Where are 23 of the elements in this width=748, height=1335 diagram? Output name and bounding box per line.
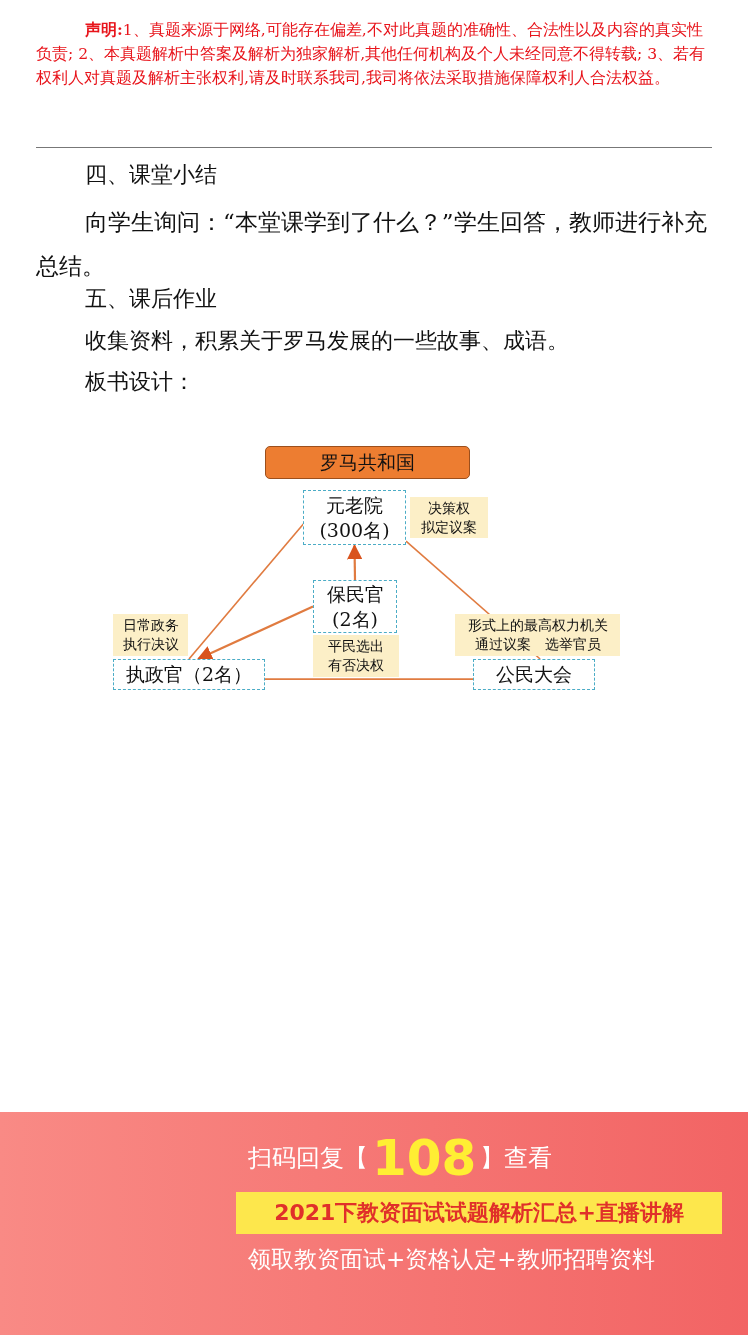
annotation-box: 决策权拟定议案 (410, 497, 488, 538)
annotation-box: 平民选出有否决权 (313, 635, 399, 677)
annotation-box: 形式上的最高权力机关通过议案 选举官员 (455, 614, 620, 656)
paragraph: 板书设计： (85, 368, 195, 396)
highlight-number: 108 (372, 1130, 477, 1186)
banner-text: 领取教资面试+资格认定+教师招聘资料 (248, 1245, 655, 1274)
title-box: 罗马共和国 (265, 446, 470, 479)
disclaimer-text: 声明:1、真题来源于网络,可能存在偏差,不对此真题的准确性、合法性以及内容的真实性负责; 2、本真题解析中答案及解析为独家解析,其他任何机构及个人未经同意不得转载; 3、若有权利人对真题及解析主张权利,请及时联系我司,我司将依法采取措施保障权利人合法权益。 (36, 19, 707, 89)
process-box: 执政官（2名） (113, 659, 265, 690)
process-box: 保民官(2名) (313, 580, 397, 633)
paragraph: 收集资料，积累关于罗马发展的一些故事、成语。 (85, 327, 569, 355)
highlight-banner: 2021下教资面试试题解析汇总+直播讲解 (236, 1192, 722, 1234)
arrow (196, 605, 314, 661)
section-heading: 四、课堂小结 (85, 161, 217, 189)
connector-line (264, 678, 474, 680)
arrow (347, 544, 363, 580)
process-box: 公民大会 (473, 659, 595, 690)
section-heading: 五、课后作业 (85, 285, 217, 313)
process-box: 元老院(300名) (303, 490, 406, 545)
paragraph: 向学生询问：“本堂课学到了什么？”学生回答，教师进行补充总结。 (36, 208, 708, 281)
banner-text: 】查看 (480, 1143, 553, 1174)
annotation-box: 日常政务执行决议 (113, 614, 188, 656)
banner-text: 扫码回复【 (248, 1143, 368, 1174)
